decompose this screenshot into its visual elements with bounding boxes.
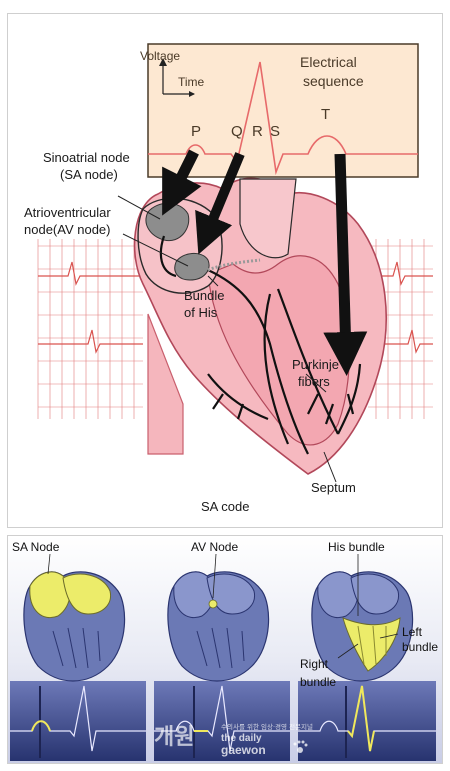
sequence-title-line1: Electrical xyxy=(300,54,357,70)
wave-label-p: P xyxy=(191,123,201,140)
conduction-diagram-panel: Voltage Time Electrical sequence P Q R S… xyxy=(7,13,443,528)
watermark-logo: 개원 xyxy=(154,725,194,750)
right-bundle-label-line1: Right xyxy=(300,657,329,671)
wave-label-s: S xyxy=(270,123,280,140)
stage1-title: SA Node xyxy=(12,540,60,554)
sequence-title-line2: sequence xyxy=(303,73,364,89)
arrow-av xyxy=(195,152,245,255)
av-node-label-line1: Atrioventricular xyxy=(24,205,111,220)
left-bundle-label-line1: Left xyxy=(402,625,423,639)
conduction-diagram: Voltage Time Electrical sequence P Q R S… xyxy=(24,43,433,514)
sa-node-label-line1: Sinoatrial node xyxy=(43,150,130,165)
right-bundle-label-line2: bundle xyxy=(300,675,336,689)
arrow-purkinje xyxy=(323,153,368,376)
conduction-stages-panel: SA Node AV Node xyxy=(7,535,443,764)
stage2-ecg-panel xyxy=(154,681,290,761)
wave-label-r: R xyxy=(252,123,263,140)
bundle-label-line2: of His xyxy=(184,305,218,320)
stage-his-bundle: His bundle Left bundle Right bundle xyxy=(298,540,438,761)
bundle-label-line1: Bundle xyxy=(184,288,224,303)
arrow-sa xyxy=(162,149,202,216)
conduction-stages: SA Node AV Node xyxy=(8,536,442,763)
watermark-tagline: 수의사를 위한 임상·경영 전문지널 xyxy=(221,722,313,731)
watermark-brand-line1: the daily xyxy=(221,733,262,744)
stage-av-node: AV Node xyxy=(154,540,290,761)
voltage-label: Voltage xyxy=(140,49,180,63)
stage-sa-node: SA Node xyxy=(10,540,146,761)
av-node-shape xyxy=(174,253,210,281)
conduction-pathways xyxy=(159,235,362,455)
ecg-grid-left xyxy=(37,239,143,419)
label-pointers xyxy=(117,195,337,483)
wave-label-t: T xyxy=(321,106,330,123)
watermark: 개원 수의사를 위한 임상·경영 전문지널 the daily gaewon xyxy=(154,722,313,757)
av-node-label-line2: node(AV node) xyxy=(24,222,111,237)
stage2-title: AV Node xyxy=(191,540,238,554)
purkinje-label-line2: fibers xyxy=(298,374,330,389)
paw-icon xyxy=(293,740,308,753)
sa-node-label-line2: (SA node) xyxy=(60,167,118,182)
purkinje-label-line1: Purkinje xyxy=(292,357,339,372)
stage3-title: His bundle xyxy=(328,540,385,554)
diagram-caption: SA code xyxy=(201,499,249,514)
ecg-trace xyxy=(148,61,418,176)
wave-label-q: Q xyxy=(231,123,243,140)
septum-label: Septum xyxy=(311,480,356,495)
watermark-brand-line2: gaewon xyxy=(221,743,266,757)
stage1-ecg-panel xyxy=(10,681,146,761)
left-bundle-label-line2: bundle xyxy=(402,640,438,654)
time-label: Time xyxy=(178,75,205,89)
